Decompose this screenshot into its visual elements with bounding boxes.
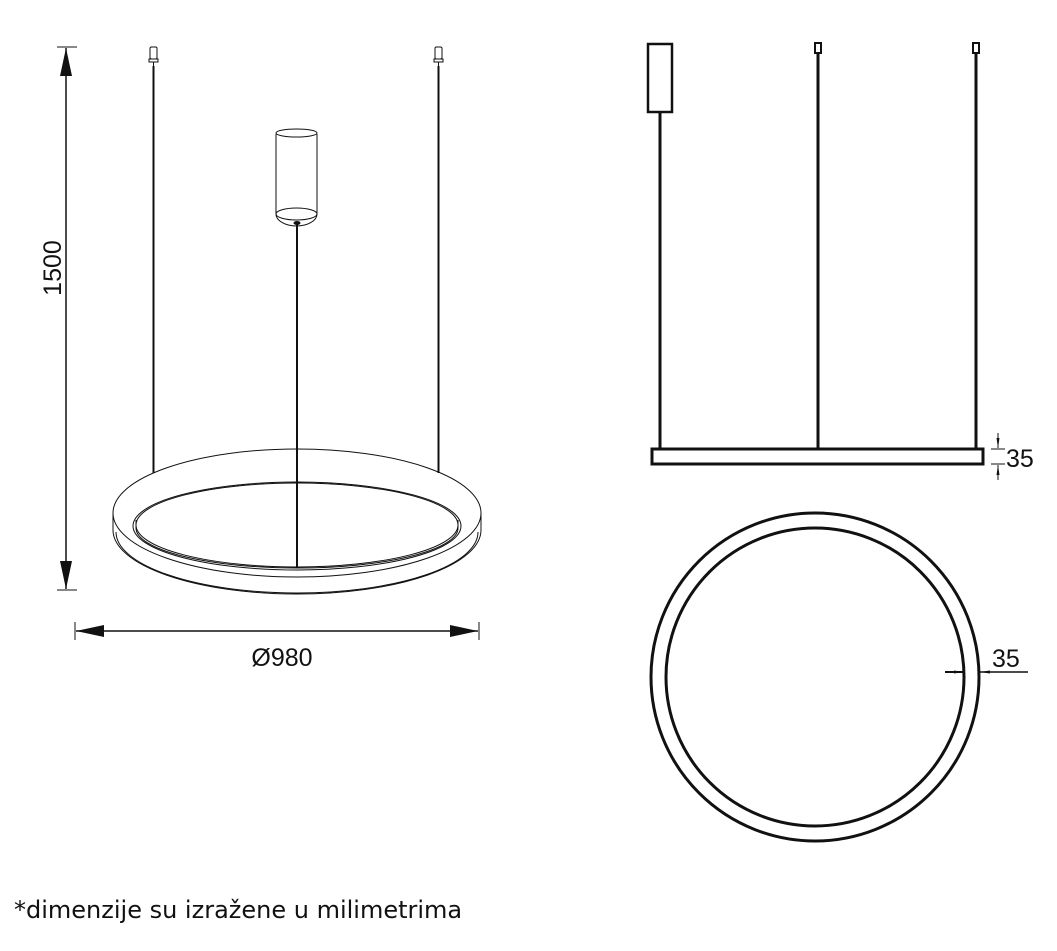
ring-side-bar: [650, 447, 985, 466]
ring-inner-edge: [664, 526, 966, 828]
height-dimension: 1500: [39, 46, 77, 591]
ring-width-dimension: 35: [945, 645, 1028, 674]
top-view: [649, 511, 981, 843]
hook-side-center: [814, 42, 822, 54]
diameter-label: Ø980: [251, 644, 312, 672]
perspective-view: [112, 46, 482, 595]
bar-thickness-label: 35: [1006, 445, 1034, 473]
ceiling-hook-right: [433, 46, 444, 66]
canopy-side: [646, 42, 674, 114]
side-view: [646, 42, 985, 466]
ceiling-hook-left: [148, 46, 159, 66]
units-note: *dimenzije su izražene u milimetrima: [14, 896, 463, 924]
canopy: [275, 128, 318, 227]
ring: [112, 448, 482, 595]
bar-thickness-dimension: 35: [991, 433, 1034, 480]
ring-width-label: 35: [992, 645, 1020, 673]
height-label: 1500: [39, 240, 67, 296]
diameter-dimension: Ø980: [74, 622, 480, 672]
ring-outer-edge: [649, 511, 981, 843]
hook-side-right: [972, 42, 980, 54]
